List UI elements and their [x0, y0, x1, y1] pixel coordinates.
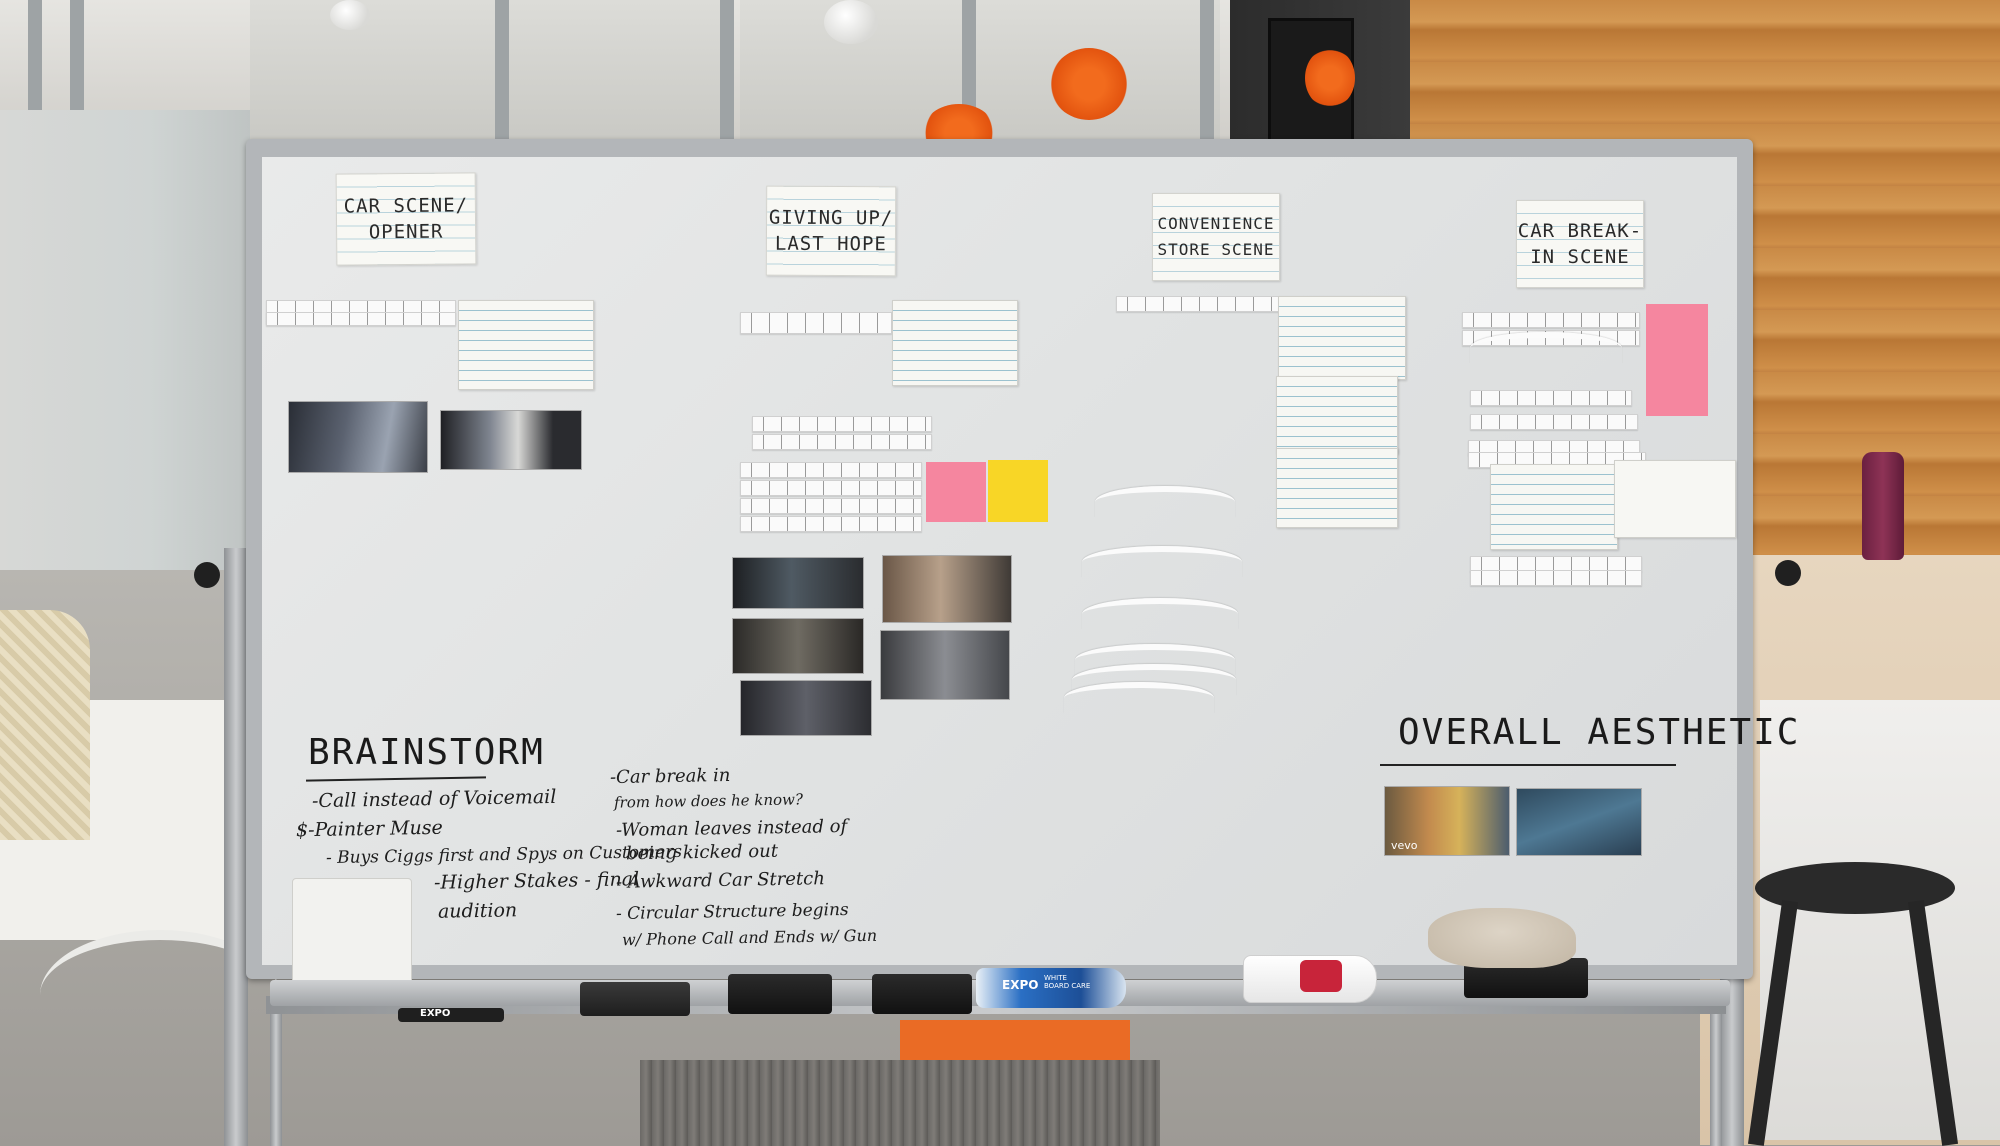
column-header-label: CAR BREAK- IN SCENE [1517, 220, 1643, 268]
film-still-photo [882, 555, 1012, 623]
aesthetic-reference-photo [1516, 788, 1642, 856]
script-strip [1462, 312, 1640, 328]
brainstorm-title: BRAINSTORM [308, 732, 545, 773]
glass-mullion [1200, 0, 1214, 150]
glass-wall-upper [250, 0, 720, 150]
brainstorm-item: -Higher Stakes - final [433, 868, 640, 894]
office-chair-base [40, 930, 280, 1060]
script-strip [740, 480, 922, 496]
script-strip [266, 312, 456, 326]
board-pivot-knob[interactable] [194, 562, 220, 588]
spray-bottle-label [1300, 960, 1342, 992]
dry-erase-marker[interactable]: EXPO [398, 1008, 504, 1022]
column-header-label: GIVING UP/ LAST HOPE [768, 206, 894, 256]
brainstorm-item: audition [437, 899, 518, 923]
index-card [458, 300, 594, 390]
script-strip [740, 516, 922, 532]
film-still-photo [440, 410, 582, 470]
brainstorm-item: from how does he know? [613, 790, 804, 812]
film-still-photo [732, 618, 864, 674]
bottle-brand-label: EXPO [1002, 978, 1039, 992]
script-strip [740, 312, 892, 334]
aesthetic-underline [1380, 764, 1676, 766]
pendant-light [824, 0, 878, 44]
script-strip [752, 434, 932, 450]
brainstorm-item: -Car break in [609, 764, 731, 789]
column-header-label: CONVENIENCE STORE SCENE [1157, 214, 1275, 259]
sticky-note-pink [1646, 304, 1708, 416]
board-eraser[interactable] [872, 974, 972, 1014]
carpet-tile-orange [900, 1020, 1130, 1066]
board-stand-leg [1710, 1000, 1722, 1146]
brainstorm-item: being kicked out [625, 840, 779, 865]
glass-partition [0, 110, 250, 580]
script-strip [740, 498, 922, 514]
board-stand-leg [270, 1000, 282, 1146]
photo-watermark: vevo [1391, 839, 1418, 852]
whiteboard-cleaner-bottle[interactable]: EXPO WHITE BOARD CARE [976, 968, 1126, 1008]
counter-side [1760, 700, 2000, 1140]
script-strip [1470, 414, 1638, 430]
index-card [1278, 296, 1406, 380]
board-eraser[interactable] [580, 982, 690, 1016]
script-strip [752, 416, 932, 432]
curled-script-strip [1470, 332, 1622, 364]
glass-mullion [495, 0, 509, 150]
brainstorm-item: -Call instead of Voicemail [311, 785, 557, 813]
cleaning-cloth[interactable] [1428, 908, 1576, 968]
curled-script-strip [1082, 598, 1238, 630]
film-still-photo [288, 401, 428, 473]
column-header-label: CAR SCENE/ OPENER [343, 194, 469, 244]
board-eraser[interactable] [728, 974, 832, 1014]
marker-caddy [292, 878, 412, 988]
bottle-product-label: WHITE BOARD CARE [1044, 974, 1091, 990]
index-card [892, 300, 1018, 386]
paper-pompom [1305, 48, 1355, 108]
script-strip [1116, 296, 1282, 312]
script-strip [1470, 390, 1632, 406]
brainstorm-item: - Awkward Car Stretch [615, 868, 826, 893]
sticky-note-pink [926, 462, 986, 522]
script-strip [1470, 570, 1642, 586]
film-still-photo [880, 630, 1010, 700]
water-bottle [1862, 452, 1904, 560]
index-card [1276, 376, 1398, 454]
board-stand-leg [224, 548, 248, 1146]
script-strip [1470, 556, 1642, 572]
aesthetic-reference-photo: vevo [1384, 786, 1510, 856]
aesthetic-title: OVERALL AESTHETIC [1398, 712, 1801, 753]
film-still-photo [740, 680, 872, 736]
pendant-light [330, 0, 370, 30]
index-card-sketch [1614, 460, 1736, 538]
film-still-photo [732, 557, 864, 609]
carpet-tile-dark [640, 1060, 1160, 1146]
paper-pompom [1050, 48, 1128, 120]
curled-script-strip [1075, 644, 1235, 676]
brainstorm-item: - Circular Structure begins [615, 899, 849, 925]
curled-script-strip [1072, 664, 1236, 696]
index-card [1490, 464, 1618, 550]
column-header-giving-up: GIVING UP/ LAST HOPE [765, 185, 897, 277]
curled-script-strip [1082, 546, 1242, 578]
brainstorm-item: -Woman leaves instead of [615, 815, 848, 842]
column-header-car-scene: CAR SCENE/ OPENER [335, 172, 477, 266]
script-strip [740, 462, 922, 478]
index-card [1276, 448, 1398, 528]
curled-script-strip [1064, 682, 1214, 714]
glass-mullion [720, 0, 734, 150]
brainstorm-item: $-Painter Muse [295, 816, 443, 842]
marker-brand-label: EXPO [420, 1008, 451, 1019]
column-header-car-break-in: CAR BREAK- IN SCENE [1516, 200, 1644, 288]
column-header-convenience-store: CONVENIENCE STORE SCENE [1152, 193, 1280, 281]
curled-script-strip [1095, 486, 1235, 518]
sticky-note-yellow [988, 460, 1048, 522]
board-pivot-knob[interactable] [1775, 560, 1801, 586]
office-chair-back [0, 610, 90, 840]
